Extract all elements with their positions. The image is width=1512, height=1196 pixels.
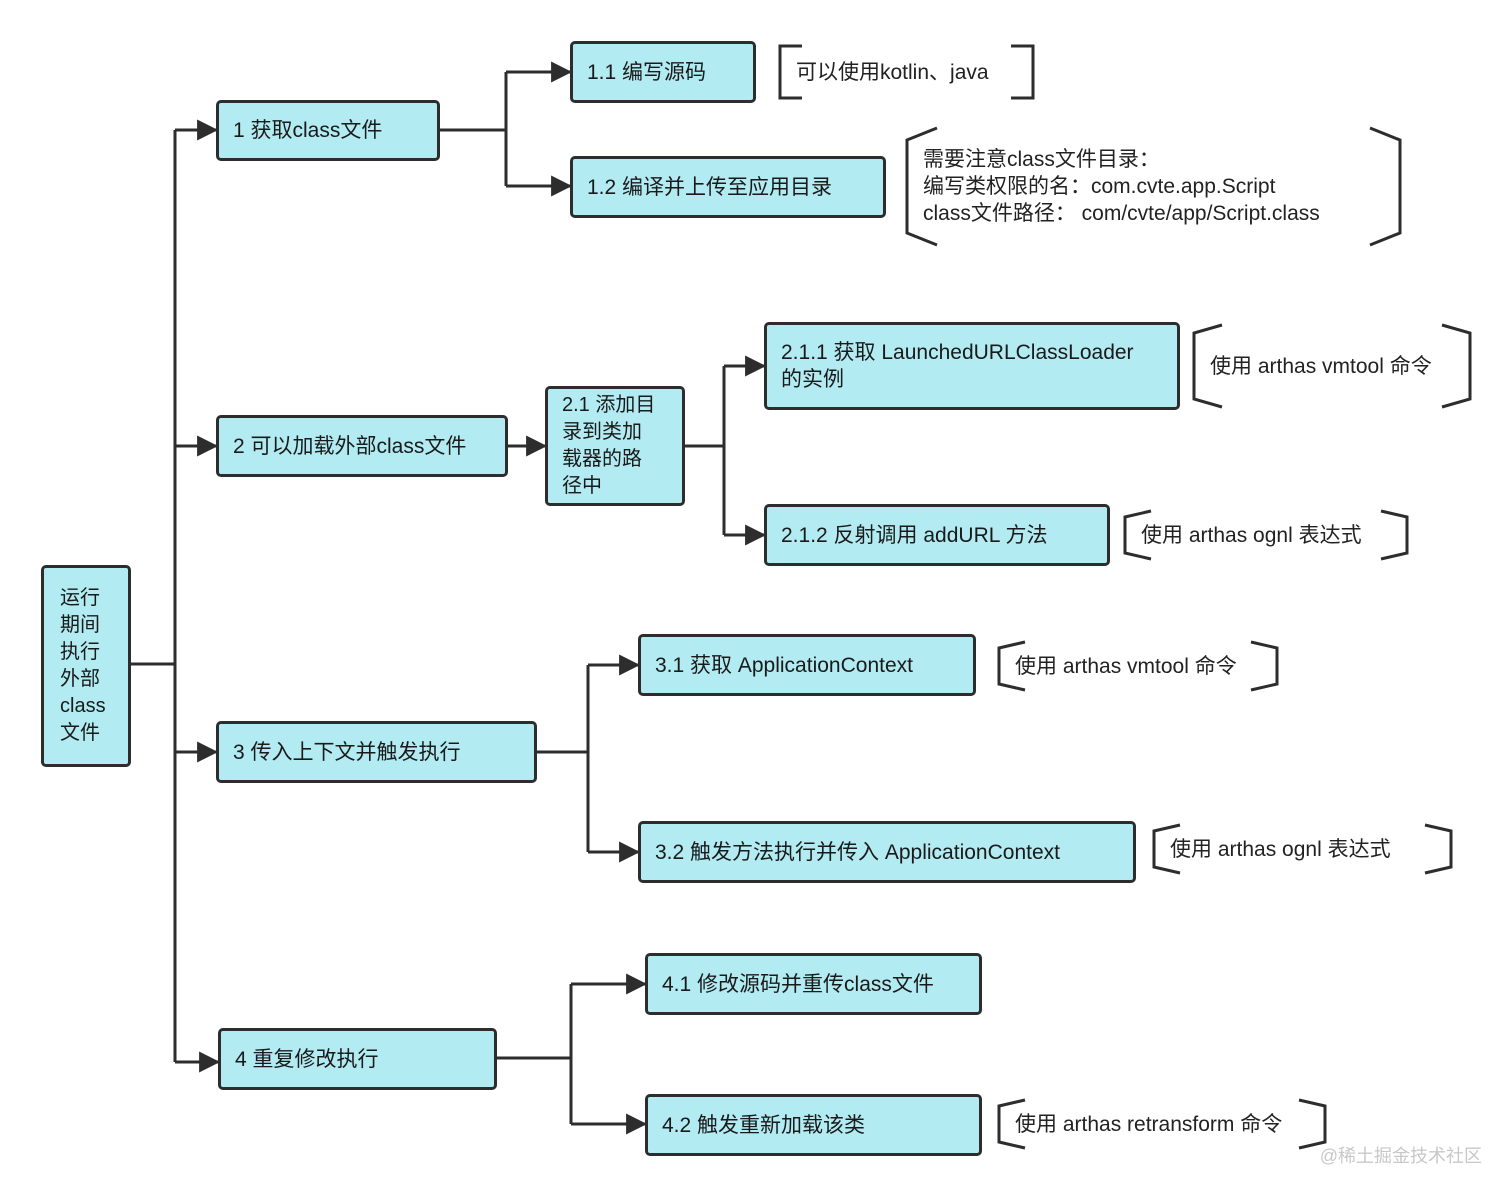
node-3-1: 3.1 获取 ApplicationContext [638,634,976,696]
bracket-icon [1192,323,1472,409]
edge-n1-trunk [440,72,508,186]
edge-n2_1-trunk [684,366,726,535]
note-4-2: 使用 arthas retransform 命令 [997,1098,1327,1150]
note-text: 使用 arthas ognl 表达式 [1170,837,1391,861]
bracket-icon [778,44,1035,100]
note-text: 使用 arthas retransform 命令 [1015,1112,1283,1136]
note-text: 可以使用kotlin、java [796,60,989,84]
node-4: 4 重复修改执行 [218,1028,497,1090]
node-3: 3 传入上下文并触发执行 [216,721,537,783]
bracket-icon [997,1098,1327,1150]
edge-n4-trunk [497,984,573,1124]
node-4-1: 4.1 修改源码并重传class文件 [645,953,982,1015]
node-3-2: 3.2 触发方法执行并传入 ApplicationContext [638,821,1136,883]
node-2: 2 可以加载外部class文件 [216,415,508,477]
node-2-1-2: 2.1.2 反射调用 addURL 方法 [764,504,1110,566]
node-1-2: 1.2 编译并上传至应用目录 [570,156,886,218]
edge-n3-trunk [537,665,590,852]
node-2-1: 2.1 添加目 录到类加 载器的路 径中 [545,386,685,506]
note-text: 使用 arthas ognl 表达式 [1141,523,1362,547]
note-2-1-2: 使用 arthas ognl 表达式 [1123,509,1409,561]
note-1-1: 可以使用kotlin、java [778,44,1035,100]
bracket-icon [1123,509,1409,561]
bracket-icon [905,126,1402,247]
note-1-2: 需要注意class文件目录： 编写类权限的名：com.cvte.app.Scri… [905,126,1402,247]
note-text: 需要注意class文件目录： 编写类权限的名：com.cvte.app.Scri… [923,148,1320,225]
note-text: 使用 arthas vmtool 命令 [1210,354,1432,378]
note-3-2: 使用 arthas ognl 表达式 [1152,823,1453,875]
watermark: @稀土掘金技术社区 [1319,1146,1482,1166]
bracket-icon [1152,823,1453,875]
node-1: 1 获取class文件 [216,100,440,161]
node-2-1-1: 2.1.1 获取 LaunchedURLClassLoader 的实例 [764,322,1180,410]
edge-root-trunk [130,130,177,1062]
node-root: 运行 期间 执行 外部 class 文件 [41,565,131,767]
node-1-1: 1.1 编写源码 [570,41,756,103]
note-2-1-1: 使用 arthas vmtool 命令 [1192,323,1472,409]
bracket-icon [997,640,1279,692]
node-4-2: 4.2 触发重新加载该类 [645,1094,982,1156]
note-3-1: 使用 arthas vmtool 命令 [997,640,1279,692]
note-text: 使用 arthas vmtool 命令 [1015,654,1237,678]
